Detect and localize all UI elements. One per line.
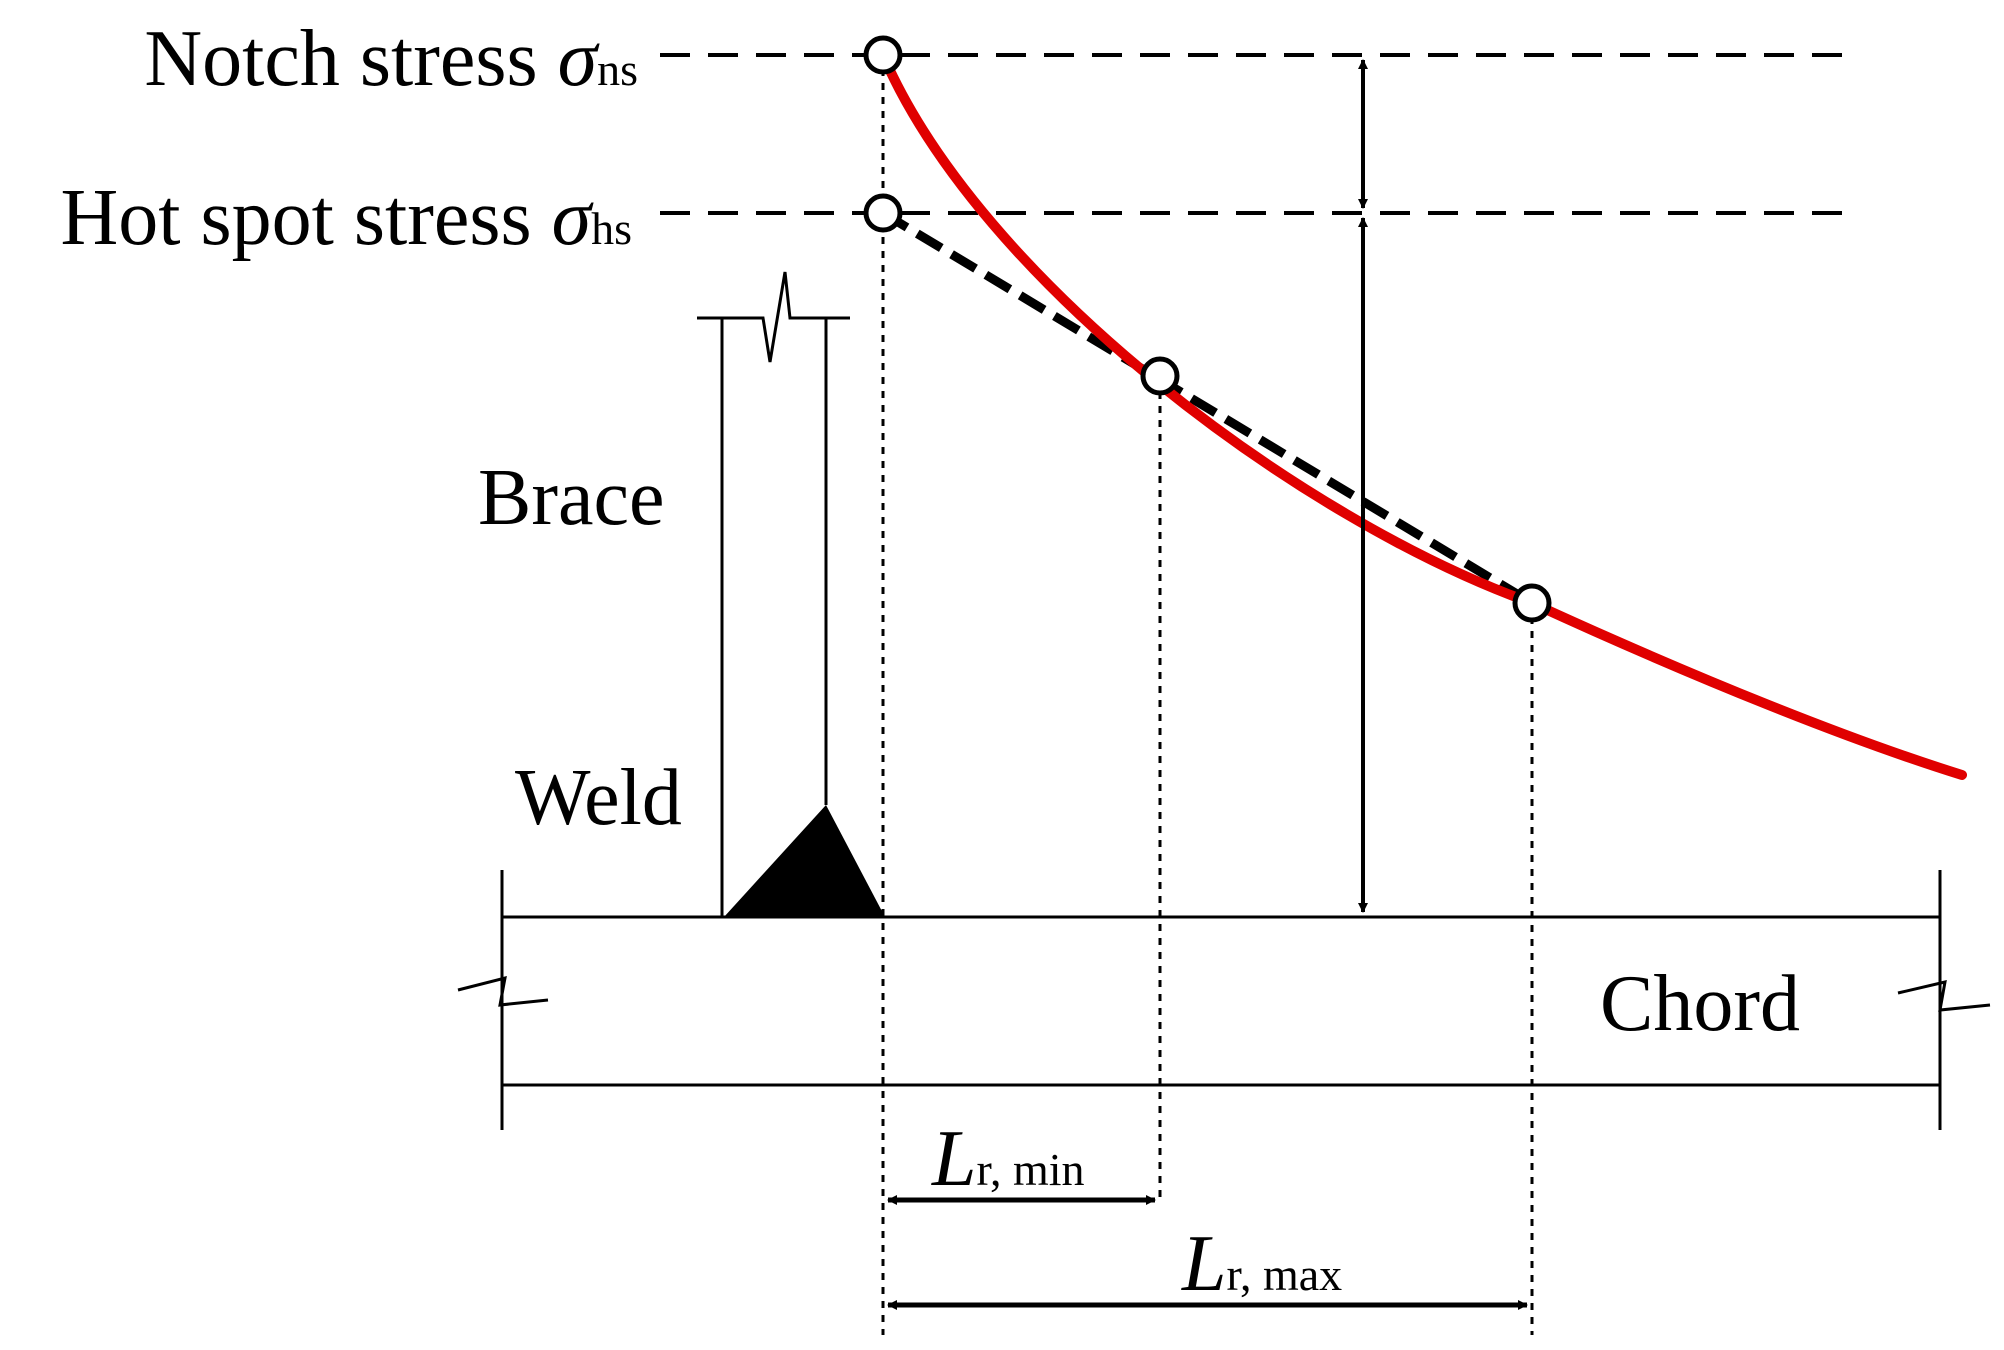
brace-member (697, 271, 850, 917)
weld-triangle (724, 805, 885, 917)
notch-stress-label: Notch stress σns (144, 15, 638, 103)
hot-spot-stress-label: Hot spot stress σhs (61, 174, 633, 262)
chord-label: Chord (1600, 960, 1800, 1048)
extrapolation-dashed-line (880, 209, 1535, 607)
stress-distribution-curve (878, 50, 1967, 780)
hot-spot-stress-point (863, 193, 903, 233)
weld-label: Weld (515, 754, 682, 842)
brace-label: Brace (478, 454, 665, 542)
extrapolation-point-max (1512, 583, 1552, 623)
notch-stress-point (863, 35, 903, 75)
chord-left-break-symbol (457, 975, 549, 1007)
stress-point-markers (863, 35, 1552, 623)
projection-dotted-lines (881, 55, 1534, 1335)
lr-min-label: Lr, min (931, 1115, 1085, 1203)
chord-right-break-symbol (1897, 980, 1991, 1012)
extrapolation-point-min (1140, 356, 1180, 396)
lr-max-label: Lr, max (1181, 1220, 1342, 1308)
